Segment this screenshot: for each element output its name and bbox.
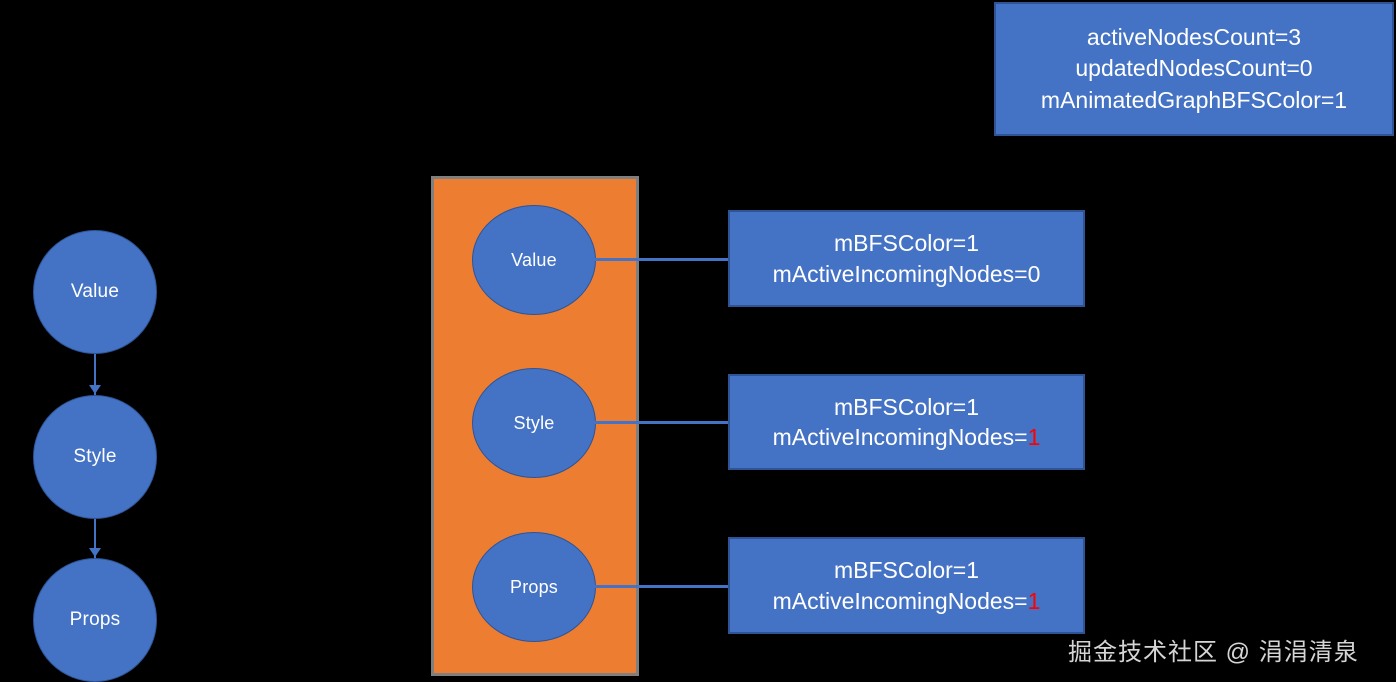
left-node-value: Value [33, 230, 157, 354]
legend-line-3: mAnimatedGraphBFSColor=1 [1040, 86, 1348, 113]
left-node-style: Style [33, 395, 157, 519]
connector-props [592, 585, 730, 588]
info-box-value-line-2-prefix: mActiveIncomingNodes= [772, 260, 1028, 287]
info-box-value-line-2-value: 0 [1027, 260, 1041, 287]
group-node-props-label: Props [509, 576, 559, 597]
info-box-style-line-2: mActiveIncomingNodes=1 [773, 422, 1041, 452]
legend-box: activeNodesCount=3 updatedNodesCount=0 m… [994, 2, 1394, 136]
group-node-props: Props [472, 532, 596, 642]
left-edge-value-style-line [94, 354, 96, 398]
watermark: 掘金技术社区 @ 涓涓清泉 [1068, 639, 1359, 666]
info-box-props-line-2-prefix: mActiveIncomingNodes= [772, 587, 1028, 614]
left-edge-style-props-arrowhead [89, 548, 101, 557]
left-edge-value-style-arrowhead [89, 385, 101, 394]
legend-line-2: updatedNodesCount=0 [1075, 55, 1313, 82]
group-node-value-label: Value [511, 249, 557, 270]
info-box-props: mBFSColor=1 mActiveIncomingNodes=1 [728, 537, 1085, 634]
group-node-style-label: Style [513, 412, 555, 433]
info-box-value: mBFSColor=1 mActiveIncomingNodes=0 [728, 210, 1085, 307]
info-box-props-line-1: mBFSColor=1 [833, 557, 980, 584]
legend-line-1: activeNodesCount=3 [1086, 24, 1302, 51]
left-node-props-label: Props [69, 609, 121, 630]
info-box-style-line-1: mBFSColor=1 [833, 393, 980, 420]
left-node-value-label: Value [70, 281, 120, 302]
group-node-style: Style [472, 368, 596, 478]
info-box-style: mBFSColor=1 mActiveIncomingNodes=1 [728, 374, 1085, 470]
left-edge-style-props-line [94, 519, 96, 561]
group-node-value: Value [472, 205, 596, 315]
info-box-props-line-2: mActiveIncomingNodes=1 [773, 586, 1041, 616]
info-box-value-line-1: mBFSColor=1 [833, 230, 980, 257]
info-box-value-line-2: mActiveIncomingNodes=0 [773, 259, 1041, 289]
info-box-style-line-2-prefix: mActiveIncomingNodes= [772, 424, 1028, 450]
connector-style [592, 421, 730, 424]
left-node-props: Props [33, 558, 157, 682]
connector-value [592, 258, 730, 261]
left-node-style-label: Style [73, 446, 117, 467]
info-box-style-line-2-value: 1 [1027, 424, 1041, 450]
info-box-props-line-2-value: 1 [1027, 587, 1041, 614]
